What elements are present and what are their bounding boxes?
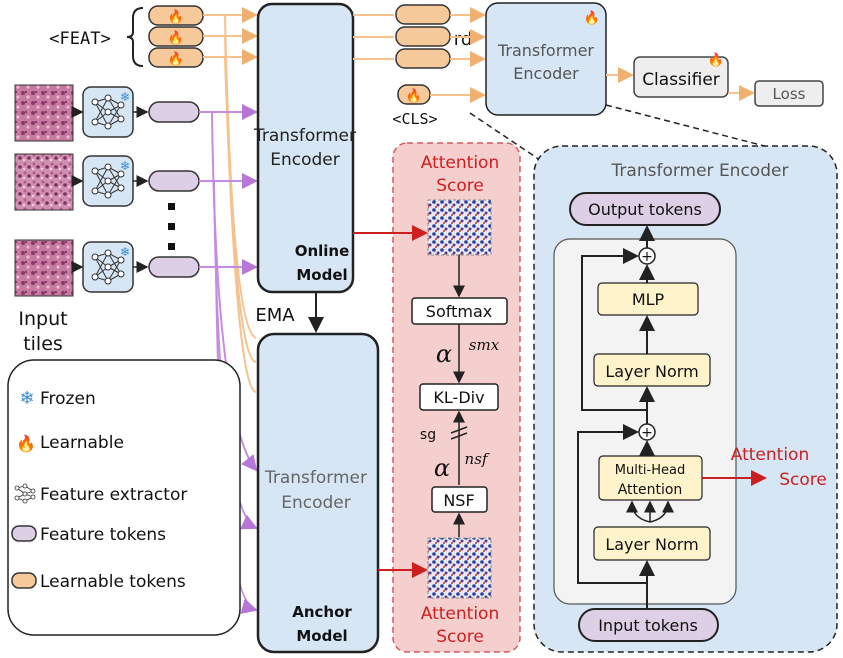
attention-score-detail-label: Attention <box>731 445 809 465</box>
attention-score-top-label: Attention <box>421 153 499 173</box>
tile-arrows <box>71 106 149 273</box>
attention-score-bottom-label: Attention <box>421 604 499 624</box>
sg-label: sg <box>420 427 436 443</box>
layer-norm-bottom-label: Layer Norm <box>605 535 698 554</box>
softmax-label: Softmax <box>426 302 492 321</box>
cls-label: <CLS> <box>392 110 437 128</box>
plus-symbol: + <box>641 249 653 265</box>
online-model-label: Model <box>296 266 347 284</box>
flame-icon: 🔥 <box>584 10 600 25</box>
layer-norm-top-label: Layer Norm <box>605 362 698 381</box>
feat-to-encoder-arrows <box>203 7 258 393</box>
snowflake-icon: ❄ <box>120 90 130 104</box>
anchor-encoder-title: Encoder <box>281 493 351 513</box>
mha-label: Multi-Head <box>615 463 685 478</box>
input-tokens-box <box>578 608 719 642</box>
qkv-arrows <box>626 500 674 523</box>
legend-box <box>7 359 241 636</box>
flame-icon: 🔥 <box>168 9 184 24</box>
stop-grad-mark <box>450 426 468 434</box>
feature-extractors: ❄ ❄ <box>82 86 134 293</box>
legend-items: ❄ Frozen 🔥 Learnable Feature extractor F… <box>11 388 187 592</box>
legend-feature-tokens: Feature tokens <box>40 525 166 545</box>
snowflake-icon: ❄ <box>120 159 130 173</box>
alpha-symbol: α <box>436 340 452 368</box>
alpha-nsf-superscript: nsf <box>465 450 490 468</box>
anchor-model-label: Anchor <box>292 603 352 621</box>
loss-label: Loss <box>773 85 806 103</box>
residual-bottom <box>577 424 647 584</box>
flame-icon: 🔥 <box>16 434 36 453</box>
brace <box>126 7 144 67</box>
loss-box <box>754 80 824 107</box>
zoom-line <box>605 104 781 151</box>
alpha-smx-superscript: smx <box>469 336 500 354</box>
mlp-label: MLP <box>632 290 665 309</box>
attention-score-bottom-label: Score <box>436 627 484 647</box>
kl-div-box <box>419 383 499 411</box>
network-icon <box>91 249 125 285</box>
flame-icon: 🔥 <box>168 30 184 45</box>
stop-grad-mark <box>450 432 468 440</box>
legend-learnable-tokens: Learnable tokens <box>40 572 186 592</box>
input-label: tiles <box>23 333 63 355</box>
snowflake-icon: ❄ <box>120 245 130 259</box>
legend-frozen: Frozen <box>40 389 96 409</box>
top-encoder-title: Encoder <box>513 64 579 83</box>
legend-feature-extractor: Feature extractor <box>40 485 187 505</box>
kl-div-label: KL-Div <box>433 388 484 407</box>
attention-heatmap-bottom <box>427 537 492 599</box>
feature-tokens <box>148 101 200 278</box>
online-model-label: Online <box>295 242 350 260</box>
zoom-line <box>469 112 541 161</box>
learnable-token-icon <box>11 572 37 589</box>
input-tiles <box>14 84 74 297</box>
anchor-model-label: Model <box>296 627 347 645</box>
classifier-label: Classifier <box>642 70 720 90</box>
flame-icon: 🔥 <box>708 52 724 67</box>
online-encoder <box>256 2 355 294</box>
snowflake-icon: ❄ <box>19 388 34 408</box>
network-icon <box>91 163 125 199</box>
transformer-detail-title: Transformer Encoder <box>611 161 789 181</box>
input-tokens-label: Input tokens <box>598 616 698 635</box>
top-encoder <box>485 2 607 116</box>
tissue-tile <box>14 239 74 297</box>
tissue-tile <box>14 153 74 211</box>
classifier-box <box>633 56 729 98</box>
mha-label: Attention <box>618 482 683 498</box>
rd-tokens <box>395 4 451 69</box>
flame-icon: 🔥 <box>406 88 422 103</box>
output-tokens-label: Output tokens <box>588 200 702 219</box>
ema-label: EMA <box>255 305 295 326</box>
nsf-box <box>431 486 488 513</box>
feat-tokens: 🔥 🔥 🔥 <box>148 5 204 68</box>
ellipsis-dots <box>168 203 175 250</box>
flame-icon: 🔥 <box>168 51 184 66</box>
online-encoder-title: Transformer <box>253 126 356 146</box>
rd-label: rd <box>454 29 473 50</box>
network-icon <box>91 94 125 130</box>
top-encoder-title: Transformer <box>497 41 594 60</box>
rd-arrows <box>353 7 486 67</box>
anchor-encoder-title: Transformer <box>264 468 367 488</box>
nsf-label: NSF <box>443 491 474 510</box>
online-encoder-title: Encoder <box>270 150 340 170</box>
attention-score-top-label: Score <box>436 176 484 196</box>
network-icon <box>14 483 36 504</box>
attention-score-detail-label: Score <box>779 470 827 490</box>
tissue-tile <box>14 84 74 142</box>
input-label: Input <box>18 308 67 330</box>
attention-heatmap-top <box>427 199 492 256</box>
feat-label: <FEAT> <box>49 29 110 49</box>
residual-top <box>581 248 647 411</box>
feature-token-icon <box>11 525 37 542</box>
anchor-encoder <box>256 332 380 654</box>
plus-symbol: + <box>641 425 653 441</box>
alpha-symbol: α <box>434 454 450 482</box>
legend-learnable: Learnable <box>40 433 124 453</box>
